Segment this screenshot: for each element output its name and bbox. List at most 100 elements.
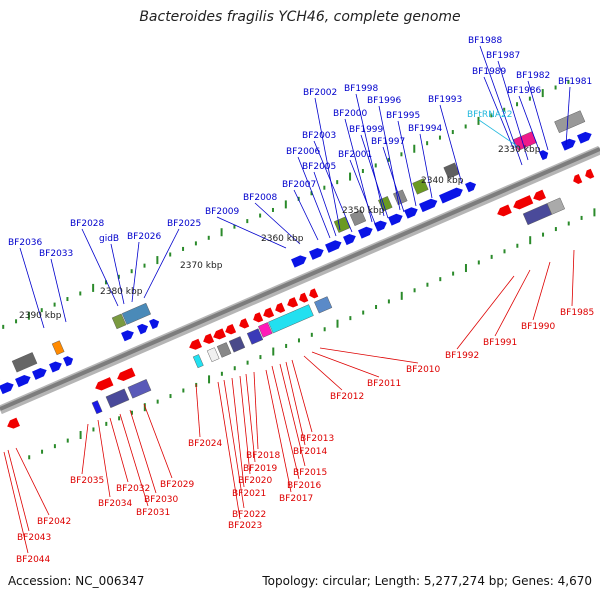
topology-text: Topology: circular; Length: 5,277,274 bp… [262,574,592,588]
label-leader [131,241,140,303]
forward-gene-label: BF2009 [205,207,240,217]
label-leader [313,140,353,233]
gene-block [105,388,130,409]
label-leader [382,146,405,213]
reverse-gene-arrow [287,297,299,308]
reverse-gene-label: BF2035 [70,476,104,486]
reverse-gene-label: BF2034 [98,499,133,509]
backbone-core [0,147,600,411]
reverse-gene-label: BF2032 [116,484,150,494]
label-leader [254,202,301,245]
forward-gene-label: BF2005 [302,162,336,172]
gene-block [127,379,152,399]
tick-marks [2,79,596,460]
label-leader [3,451,29,554]
label-leader [195,383,201,438]
forward-gene-arrow [404,207,418,219]
gene-block [393,189,408,206]
label-leader [314,97,341,231]
forward-gene-label: BF1989 [472,67,507,77]
label-leader [223,379,245,509]
reverse-gene-arrow [299,292,309,303]
forward-gene-arrow [291,255,307,268]
forward-gene-label: BF1997 [371,137,405,147]
ruler-label: 2340 kbp [421,176,464,186]
forward-gene-arrow [137,323,149,335]
forward-gene-arrow [309,247,324,260]
label-leader [231,377,245,488]
label-leader [439,104,463,185]
forward-gene-label: BF1987 [486,51,520,61]
forward-gene-arrow [561,138,576,151]
label-leader [265,369,292,493]
forward-gene-label: BF2000 [333,109,368,119]
label-leader [129,409,157,494]
label-leader [19,247,45,329]
forward-gene-label: BF1993 [428,95,462,105]
label-leader [378,105,401,211]
rna-gene-label: BFtRNA22 [467,110,512,120]
reverse-gene-label: BF2012 [330,392,364,402]
forward-gene-arrow [49,361,62,373]
reverse-gene-label: BF2010 [406,365,441,375]
accession-text: Accession: NC_006347 [8,574,145,588]
gene-block [412,178,429,195]
reverse-gene-label: BF1990 [521,322,556,332]
label-leader [143,228,180,299]
reverse-gene-arrow [585,168,595,179]
forward-gene-label: BF1988 [468,36,503,46]
ruler-label: 2380 kbp [100,287,143,297]
label-leader [279,363,306,467]
reverse-gene-label: BF2021 [232,489,266,499]
reverse-gene-label: BF2015 [293,468,327,478]
reverse-gene-label: BF2029 [160,480,195,490]
label-leader [311,351,380,378]
forward-gene-arrow [121,330,134,342]
gene-block [443,162,460,179]
reverse-gene-label: BF2043 [17,533,51,543]
forward-gene-label: BF2036 [8,238,43,248]
label-leader [527,80,549,151]
forward-gene-label: BF2007 [282,180,316,190]
label-leader [319,347,419,364]
forward-gene-arrow [439,187,463,204]
label-leader [397,120,417,207]
reverse-gene-label: BF2022 [232,510,266,520]
forward-gene-arrow [325,240,342,253]
forward-gene-arrow [374,220,387,232]
forward-gene-label: BF2033 [39,249,73,259]
reverse-gene-label: BF2042 [37,517,71,527]
ruler-label: 2360 kbp [261,234,304,244]
label-leader [360,134,389,219]
forward-gene-arrow [358,226,373,239]
reverse-gene-arrow [533,189,546,201]
label-leader [291,359,313,433]
label-leader [239,375,251,475]
forward-gene-arrow [388,213,403,226]
genome-backbone [0,145,600,415]
reverse-gene-label: BF2024 [188,439,223,449]
label-leader [119,413,149,507]
label-leader [518,95,543,159]
label-leader [532,261,551,321]
forward-gene-arrow [539,150,549,161]
forward-gene-label: BF1995 [386,111,420,121]
forward-gene-label: BF1996 [367,96,402,106]
forward-gene-label: BF1999 [349,125,384,135]
gene-features [0,110,595,429]
reverse-gene-label: BF2018 [246,451,281,461]
gene-block [554,110,586,134]
forward-gene-label: BF2006 [286,147,321,157]
forward-gene-arrow [149,318,160,330]
reverse-gene-label: BF1985 [560,308,594,318]
gene-block [11,352,38,373]
label-leader [483,76,515,151]
gene-block [51,340,65,356]
label-leader-lines [3,45,575,554]
label-leader [97,419,111,498]
label-leader [271,365,300,480]
label-leader [81,228,119,307]
reverse-gene-arrow [189,338,202,350]
reverse-gene-label: BF2020 [238,476,273,486]
